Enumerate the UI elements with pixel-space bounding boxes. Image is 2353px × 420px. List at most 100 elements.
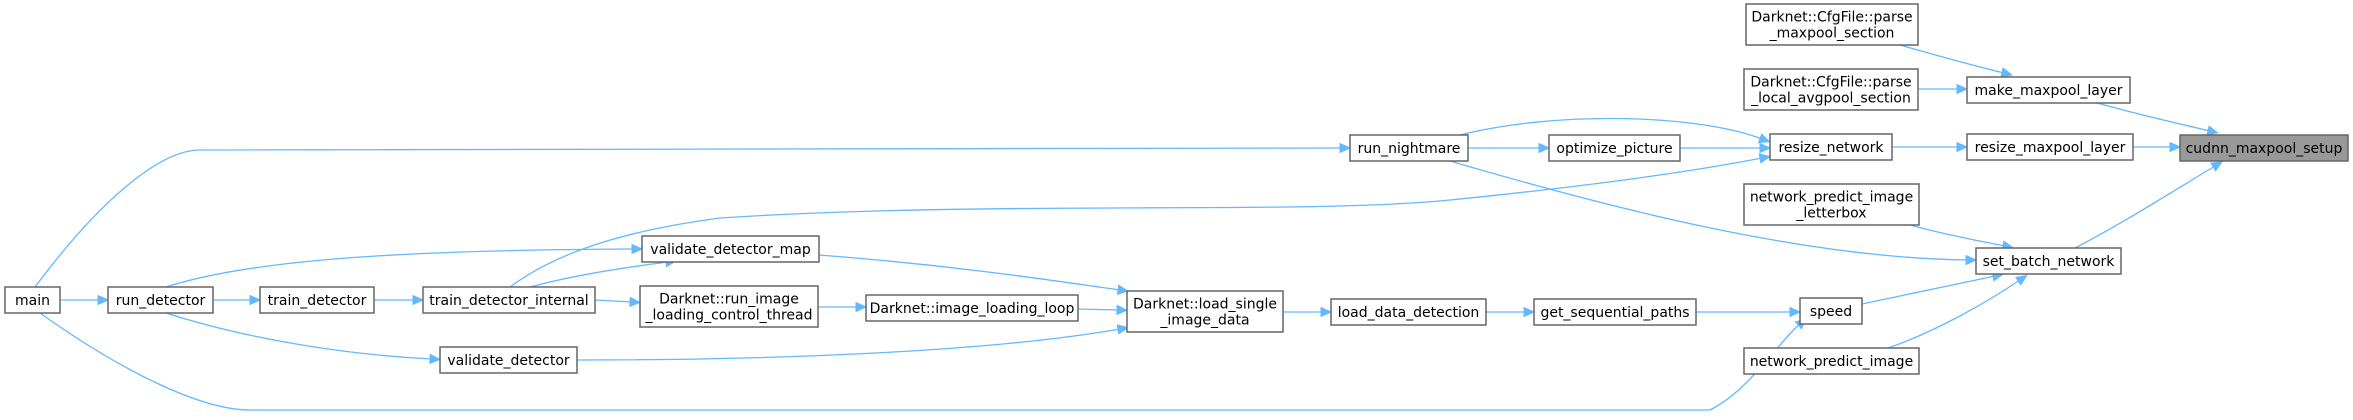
arrowhead-icon <box>1956 141 1969 153</box>
arrowhead-icon <box>1757 133 1771 144</box>
edge-network_predict_image-to-set_batch_network <box>1887 274 2028 349</box>
node-box <box>865 294 1079 322</box>
arrowhead-icon <box>1965 254 1978 266</box>
arrowhead-icon <box>1116 324 1130 335</box>
node-label: make_maxpool_layer <box>1975 83 2123 99</box>
edge-resize_network-to-resize_maxpool_layer <box>1892 141 1969 153</box>
node-box <box>2179 134 2349 162</box>
node-box <box>1966 76 2131 104</box>
node-load-single-image-data[interactable]: Darknet::load_single_image_data <box>1126 290 1284 333</box>
node-box <box>1349 134 1469 162</box>
node-label: train_detector <box>268 293 367 309</box>
edge-line <box>2074 165 2216 249</box>
node-box <box>422 286 596 314</box>
node-label: run_nightmare <box>1358 141 1461 157</box>
arrowhead-icon <box>1116 284 1130 295</box>
node-label: cudnn_maxpool_setup <box>2186 141 2343 157</box>
arrowhead-icon <box>2210 161 2223 172</box>
node-box <box>1126 290 1284 333</box>
edge-train_detector_internal-to-run_image_loading_control_thread <box>594 296 642 308</box>
edge-set_batch_network-to-cudnn_maxpool_setup <box>2074 161 2223 249</box>
node-box <box>1330 298 1487 326</box>
node-resize-network[interactable]: resize_network <box>1769 133 1893 161</box>
node-box <box>641 235 820 263</box>
edge-line <box>529 261 669 288</box>
node-speed[interactable]: speed <box>1799 297 1863 325</box>
edge-run_nightmare-to-optimize_picture <box>1468 142 1551 154</box>
node-load-data-detection[interactable]: load_data_detection <box>1330 298 1487 326</box>
node-label: Darknet::CfgFile::parse <box>1750 75 1911 91</box>
edge-train_detector_internal-to-resize_network <box>509 153 1772 288</box>
edge-line <box>165 248 635 288</box>
edge-line <box>165 312 433 360</box>
node-train-detector[interactable]: train_detector <box>259 286 375 314</box>
arrowhead-icon <box>1339 142 1352 154</box>
node-run-image-loading-control-thread[interactable]: Darknet::run_image_loading_control_threa… <box>639 285 819 328</box>
node-box <box>1743 68 1919 111</box>
node-box <box>1743 183 1920 226</box>
node-run-nightmare[interactable]: run_nightmare <box>1349 134 1469 162</box>
arrowhead-icon <box>2206 125 2219 136</box>
node-box <box>107 286 214 314</box>
node-parse-maxpool-section[interactable]: Darknet::CfgFile::parse_maxpool_section <box>1745 3 1919 46</box>
node-label: _letterbox <box>1795 206 1866 222</box>
node-label: _loading_control_thread <box>645 308 813 324</box>
node-box <box>1745 3 1919 46</box>
node-network-predict-image-letterbox[interactable]: network_predict_image_letterbox <box>1743 183 1920 226</box>
edge-line <box>1449 160 1969 261</box>
edge-run_image_loading_control_thread-to-image_loading_loop <box>818 301 868 313</box>
node-cudnn-maxpool-setup[interactable]: cudnn_maxpool_setup <box>2179 134 2349 162</box>
node-parse-local-avgpool-section[interactable]: Darknet::CfgFile::parse_local_avgpool_se… <box>1743 68 1919 111</box>
edge-parse_local_avgpool_section-to-make_maxpool_layer <box>1918 83 1969 95</box>
node-validate-detector-map[interactable]: validate_detector_map <box>641 235 820 263</box>
node-get-sequential-paths[interactable]: get_sequential_paths <box>1533 298 1697 326</box>
arrowhead-icon <box>2169 141 2182 153</box>
edge-main-to-speed <box>39 312 1807 411</box>
node-resize-maxpool-layer[interactable]: resize_maxpool_layer <box>1966 133 2134 161</box>
node-label: train_detector_internal <box>429 293 588 309</box>
arrowhead-icon <box>97 294 110 306</box>
edge-run_detector-to-train_detector <box>213 294 262 306</box>
edge-make_maxpool_layer-to-cudnn_maxpool_setup <box>2096 102 2219 136</box>
node-box <box>1743 347 1920 375</box>
node-network-predict-image[interactable]: network_predict_image <box>1743 347 1920 375</box>
arrowhead-icon <box>1758 153 1772 164</box>
edge-run_detector-to-validate_detector_map <box>165 243 644 288</box>
node-optimize-picture[interactable]: optimize_picture <box>1548 134 1681 162</box>
node-validate-detector[interactable]: validate_detector <box>439 346 578 374</box>
node-make-maxpool-layer[interactable]: make_maxpool_layer <box>1966 76 2131 104</box>
edge-line <box>1861 275 1996 305</box>
node-set-batch-network[interactable]: set_batch_network <box>1975 247 2122 275</box>
nodes-layer: cudnn_maxpool_setup make_maxpool_layerres… <box>4 3 2349 375</box>
node-image-loading-loop[interactable]: Darknet::image_loading_loop <box>865 294 1079 322</box>
node-label: resize_network <box>1778 140 1884 156</box>
arrowhead-icon <box>2015 274 2028 286</box>
arrowhead-icon <box>249 294 262 306</box>
edge-line <box>39 312 1801 411</box>
edge-train_detector-to-train_detector_internal <box>374 294 425 306</box>
edge-main-to-run_nightmare <box>34 142 1352 288</box>
node-label: load_data_detection <box>1338 305 1480 321</box>
node-box <box>1769 133 1893 161</box>
node-box <box>1799 297 1863 325</box>
node-label: validate_detector_map <box>650 242 811 258</box>
node-label: get_sequential_paths <box>1540 305 1689 321</box>
node-box <box>1966 133 2134 161</box>
node-run-detector[interactable]: run_detector <box>107 286 214 314</box>
arrowhead-icon <box>855 301 868 313</box>
node-label: main <box>15 293 50 309</box>
edge-main-to-run_detector <box>60 294 110 306</box>
arrowhead-icon <box>1956 83 1969 95</box>
node-main[interactable]: main <box>4 286 61 314</box>
edge-validate_detector_map-to-load_single_image_data <box>818 254 1130 295</box>
edge-line <box>1077 308 1120 311</box>
node-label: _maxpool_section <box>1769 26 1895 42</box>
arrowhead-icon <box>1320 306 1333 318</box>
node-label: _local_avgpool_section <box>1750 91 1911 107</box>
node-label: Darknet::CfgFile::parse <box>1751 10 1912 26</box>
edge-validate_detector-to-load_single_image_data <box>576 324 1130 361</box>
node-train-detector-internal[interactable]: train_detector_internal <box>422 286 596 314</box>
node-box <box>1548 134 1681 162</box>
edge-line <box>509 157 1763 288</box>
